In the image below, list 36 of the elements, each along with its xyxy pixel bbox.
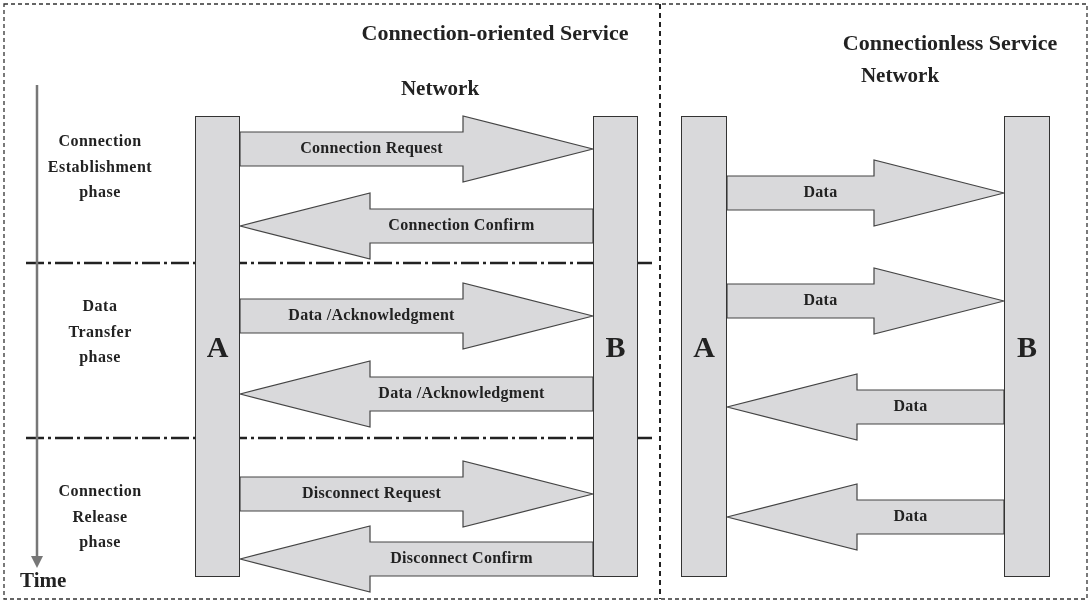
block-arrow [239, 115, 594, 183]
edge-label: Connection Confirm [388, 216, 535, 234]
node-label: A [206, 329, 229, 364]
block-arrow [726, 267, 1005, 335]
section-title: Connectionless Service [841, 30, 1059, 56]
edge-label: Data [893, 397, 928, 415]
block-arrow [726, 483, 1005, 551]
phase-label: Data Transfer phase [68, 296, 132, 368]
section-title: Connection-oriented Service [360, 20, 630, 46]
edge-label: Data [803, 183, 838, 201]
edge-label: Connection Request [300, 139, 443, 157]
heading: Network [399, 76, 481, 101]
vertical-bar [195, 116, 240, 577]
vertical-bar [593, 116, 638, 577]
phase-label: Connection Establishment phase [47, 131, 153, 203]
phase-label: Connection Release phase [58, 481, 142, 553]
edge-label: Disconnect Request [301, 484, 442, 502]
edge-label: Data [803, 291, 838, 309]
edge-label: Data /Acknowledgment [288, 306, 455, 324]
block-arrow [239, 192, 594, 260]
edge-label: Data [893, 507, 928, 525]
block-arrow [726, 159, 1005, 227]
block-arrow [239, 360, 594, 428]
node-label: B [1017, 329, 1037, 364]
heading: Network [859, 63, 941, 88]
vertical-bar [1004, 116, 1050, 577]
vertical-bar [681, 116, 727, 577]
node-label: A [693, 329, 715, 364]
node-label: B [605, 329, 626, 364]
block-arrow [239, 525, 594, 593]
axis-label: Time [20, 568, 68, 593]
block-arrow [239, 282, 594, 350]
edge-label: Disconnect Confirm [390, 549, 533, 567]
edge-label: Data /Acknowledgment [378, 384, 545, 402]
block-arrow [239, 460, 594, 528]
block-arrow [726, 373, 1005, 441]
